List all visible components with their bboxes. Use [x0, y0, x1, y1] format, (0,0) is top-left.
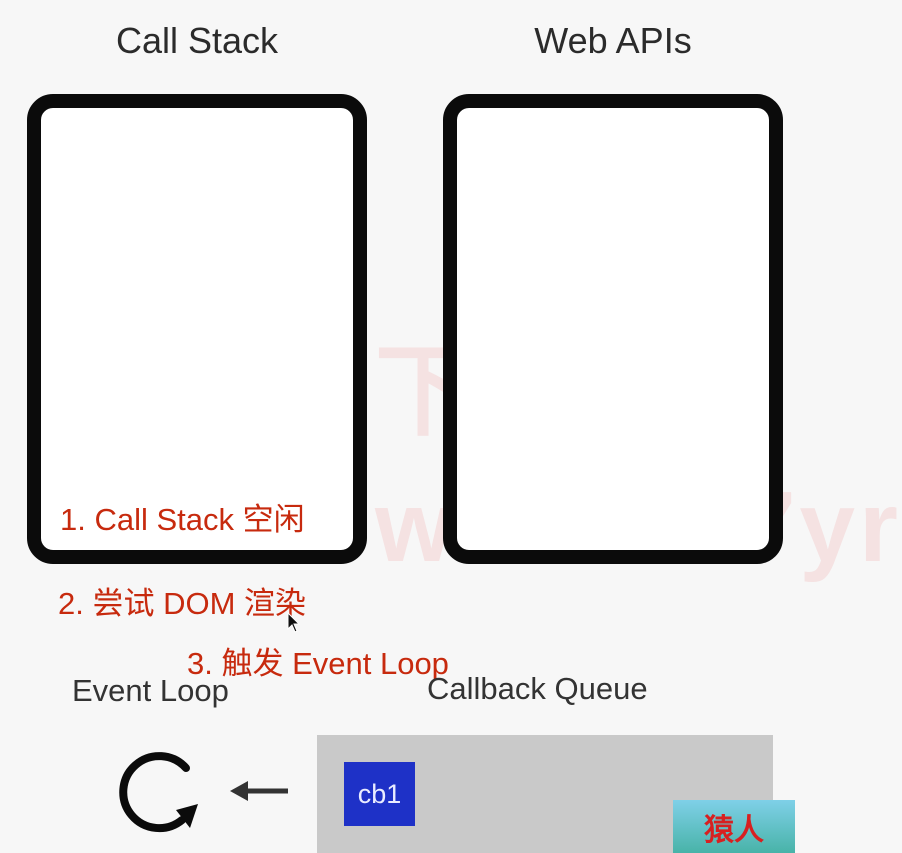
call-stack-box	[27, 94, 367, 564]
step-2-note: 2. 尝试 DOM 渲染	[58, 586, 307, 621]
web-apis-box	[443, 94, 783, 564]
callback-queue-label: Callback Queue	[427, 671, 648, 706]
step-1-note: 1. Call Stack 空闲	[60, 502, 305, 537]
callback-item-cb1: cb1	[344, 762, 415, 826]
web-apis-heading: Web APIs	[534, 20, 692, 61]
step-3-note: 3. 触发 Event Loop	[187, 646, 449, 681]
call-stack-heading: Call Stack	[115, 20, 279, 61]
left-arrow-icon	[230, 781, 288, 801]
loop-cycle-icon	[119, 752, 198, 833]
event-loop-label: Event Loop	[72, 673, 229, 708]
logo-badge: 猿人	[673, 800, 795, 853]
mouse-cursor-icon	[287, 611, 301, 633]
